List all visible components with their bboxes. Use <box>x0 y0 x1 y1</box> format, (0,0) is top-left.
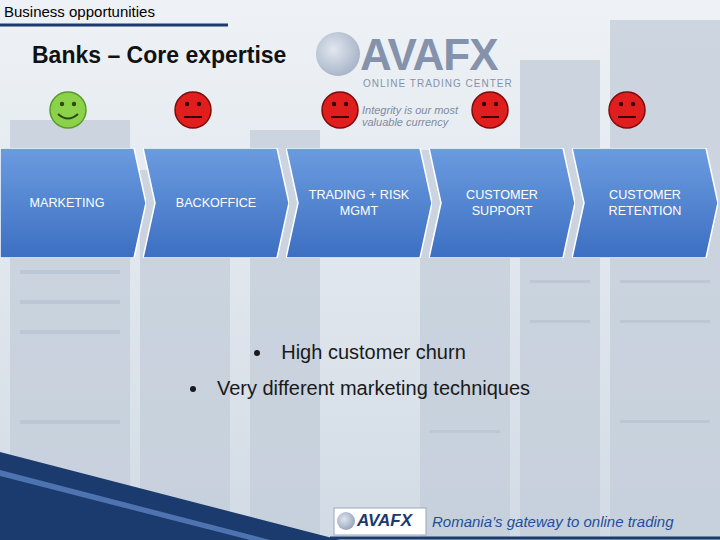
watermark-motto: Integrity is our most valuable currency <box>362 104 468 128</box>
chevron-label: TRADING + RISK MGMT <box>302 187 416 219</box>
slide-title: Banks – Core expertise <box>32 42 286 69</box>
process-chevron: BACKOFFICE <box>143 148 289 258</box>
bullet-list: High customer churnVery different market… <box>0 334 720 406</box>
chevron-label: CUSTOMER RETENTION <box>588 187 702 219</box>
buildings <box>10 20 720 540</box>
logo-tagline: ONLINE TRADING CENTER <box>363 78 513 89</box>
process-chevron: MARKETING <box>0 148 146 258</box>
chevron-label: BACKOFFICE <box>176 195 256 211</box>
neutral-face <box>472 92 508 128</box>
chevron-label: CUSTOMER SUPPORT <box>445 187 559 219</box>
footer-logo: AVAFX <box>357 511 412 531</box>
chevron-text-area: BACKOFFICE <box>159 148 273 258</box>
chevron-shape <box>429 148 575 258</box>
chevron-outline <box>572 148 718 258</box>
footer-slogan: Romania’s gateway to online trading <box>432 513 674 530</box>
chevron-text-area: CUSTOMER SUPPORT <box>445 148 559 258</box>
corner-stripe <box>0 470 270 540</box>
logo-watermark: AVAFX <box>360 30 498 80</box>
chevron-outline <box>429 148 575 258</box>
footer-logo-box <box>334 508 426 535</box>
section-header: Business opportunities <box>4 3 155 20</box>
bullet-point: High customer churn <box>0 334 720 370</box>
chevron-text-area: MARKETING <box>4 148 130 258</box>
process-chevron: CUSTOMER SUPPORT <box>429 148 575 258</box>
footer-globe <box>337 512 355 530</box>
chevron-label: MARKETING <box>30 195 105 211</box>
process-chevron: CUSTOMER RETENTION <box>572 148 718 258</box>
happy-face <box>50 92 86 128</box>
footer-rule <box>330 537 720 540</box>
chevron-outline <box>0 148 146 258</box>
bullet-point: Very different marketing techniques <box>0 370 720 406</box>
chevron-outline <box>143 148 289 258</box>
chevron-text-area: CUSTOMER RETENTION <box>588 148 702 258</box>
header-rule <box>0 24 228 27</box>
chevron-shape <box>286 148 432 258</box>
chevron-shape <box>572 148 718 258</box>
neutral-face <box>609 92 645 128</box>
chevron-text-area: TRADING + RISK MGMT <box>302 148 416 258</box>
process-chevron: TRADING + RISK MGMT <box>286 148 432 258</box>
neutral-face <box>322 92 358 128</box>
neutral-face <box>175 92 211 128</box>
logo-globe <box>316 32 360 76</box>
chevron-outline <box>286 148 432 258</box>
corner-band <box>0 452 340 540</box>
